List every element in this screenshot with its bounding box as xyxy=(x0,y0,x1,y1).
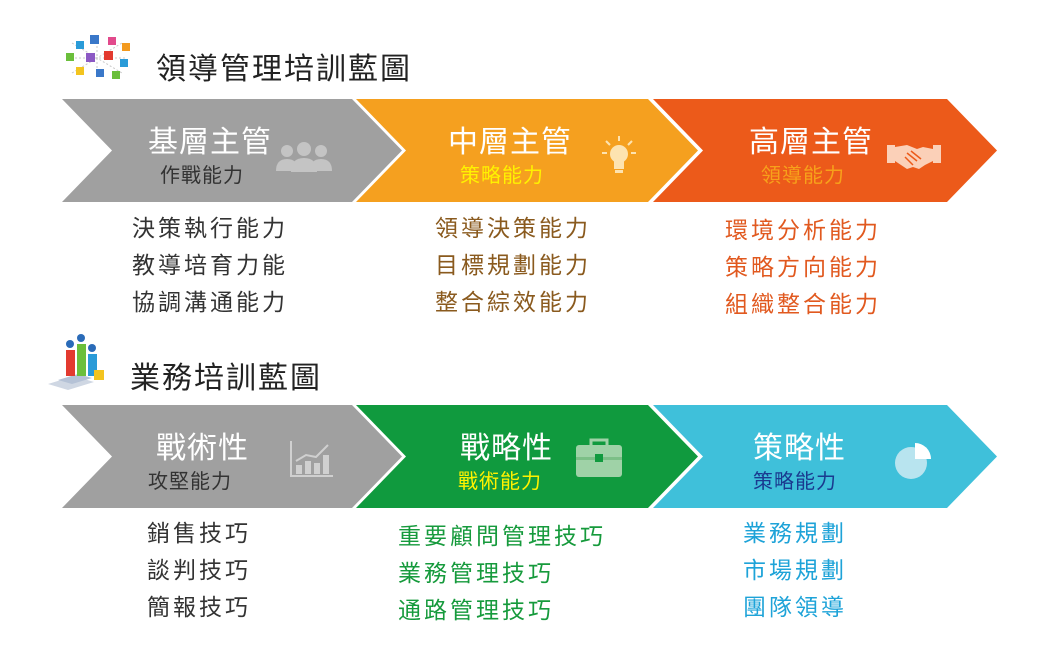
chevron-stage-frontline: 基層主管 作戰能力 xyxy=(62,99,402,202)
list-item: 銷售技巧 xyxy=(147,521,251,547)
chevron-shape xyxy=(356,99,698,202)
leadership-chevron-row: 基層主管 作戰能力 中層主管 策略能力 xyxy=(0,99,1042,209)
list-item: 業務管理技巧 xyxy=(398,561,554,587)
list-item: 決策執行能力 xyxy=(132,216,288,242)
list-item: 教導培育力能 xyxy=(132,253,288,279)
handshake-icon xyxy=(887,139,941,175)
list-item: 整合綜效能力 xyxy=(435,290,591,316)
chevron-shape xyxy=(653,405,997,508)
chevron-stage-tactical: 戰術性 攻堅能力 xyxy=(62,405,402,508)
stage-title: 戰術性 xyxy=(156,431,249,466)
stage-title: 高層主管 xyxy=(749,125,873,160)
stage-subtitle: 策略能力 xyxy=(460,163,544,187)
skill-list-frontline: 決策執行能力 教導培育力能 協調溝通能力 xyxy=(132,211,288,322)
skill-list-tactical: 銷售技巧 談判技巧 簡報技巧 xyxy=(147,516,251,627)
skill-list-strategy: 業務規劃 市場規劃 團隊領導 xyxy=(743,516,847,627)
chevron-shape xyxy=(62,99,402,202)
list-item: 業務規劃 xyxy=(743,521,847,547)
briefcase-icon xyxy=(574,437,624,483)
section-title-leadership: 領導管理培訓藍圖 xyxy=(156,52,412,87)
section-title-business: 業務培訓藍圖 xyxy=(130,361,322,396)
stage-subtitle: 策略能力 xyxy=(753,469,837,493)
stage-subtitle: 作戰能力 xyxy=(160,163,244,187)
stage-subtitle: 領導能力 xyxy=(761,163,845,187)
business-chevron-row: 戰術性 攻堅能力 xyxy=(0,405,1042,515)
stage-title: 策略性 xyxy=(753,431,846,466)
list-item: 領導決策能力 xyxy=(435,216,591,242)
list-item: 組織整合能力 xyxy=(725,292,881,318)
bar-chart-icon xyxy=(288,439,336,483)
stage-title: 基層主管 xyxy=(148,125,272,160)
pie-chart-icon xyxy=(893,441,933,485)
chevron-shape xyxy=(62,405,402,508)
list-item: 市場規劃 xyxy=(743,558,847,584)
list-item: 目標規劃能力 xyxy=(435,253,591,279)
chevron-stage-strategic-ops: 戰略性 戰術能力 xyxy=(356,405,698,508)
chevron-stage-strategy: 策略性 策略能力 xyxy=(653,405,997,508)
skill-list-strategic-ops: 重要顧問管理技巧 業務管理技巧 通路管理技巧 xyxy=(398,519,606,630)
stage-title: 中層主管 xyxy=(448,125,572,160)
list-item: 簡報技巧 xyxy=(147,595,251,621)
team-growth-icon xyxy=(44,332,112,396)
skill-list-middle: 領導決策能力 目標規劃能力 整合綜效能力 xyxy=(435,211,591,322)
list-item: 協調溝通能力 xyxy=(132,290,288,316)
list-item: 團隊領導 xyxy=(743,595,847,621)
skill-list-senior: 環境分析能力 策略方向能力 組織整合能力 xyxy=(725,213,881,324)
network-cubes-icon xyxy=(62,33,134,87)
stage-subtitle: 攻堅能力 xyxy=(148,469,232,493)
chevron-shape xyxy=(653,99,997,202)
people-icon xyxy=(275,141,333,177)
list-item: 策略方向能力 xyxy=(725,255,881,281)
list-item: 通路管理技巧 xyxy=(398,598,554,624)
lightbulb-icon xyxy=(602,135,636,179)
stage-subtitle: 戰術能力 xyxy=(458,469,542,493)
stage-title: 戰略性 xyxy=(460,431,553,466)
chevron-stage-middle: 中層主管 策略能力 xyxy=(356,99,698,202)
chevron-shape xyxy=(356,405,698,508)
chevron-stage-senior: 高層主管 領導能力 xyxy=(653,99,997,202)
list-item: 環境分析能力 xyxy=(725,218,881,244)
list-item: 談判技巧 xyxy=(147,558,251,584)
list-item: 重要顧問管理技巧 xyxy=(398,524,606,550)
